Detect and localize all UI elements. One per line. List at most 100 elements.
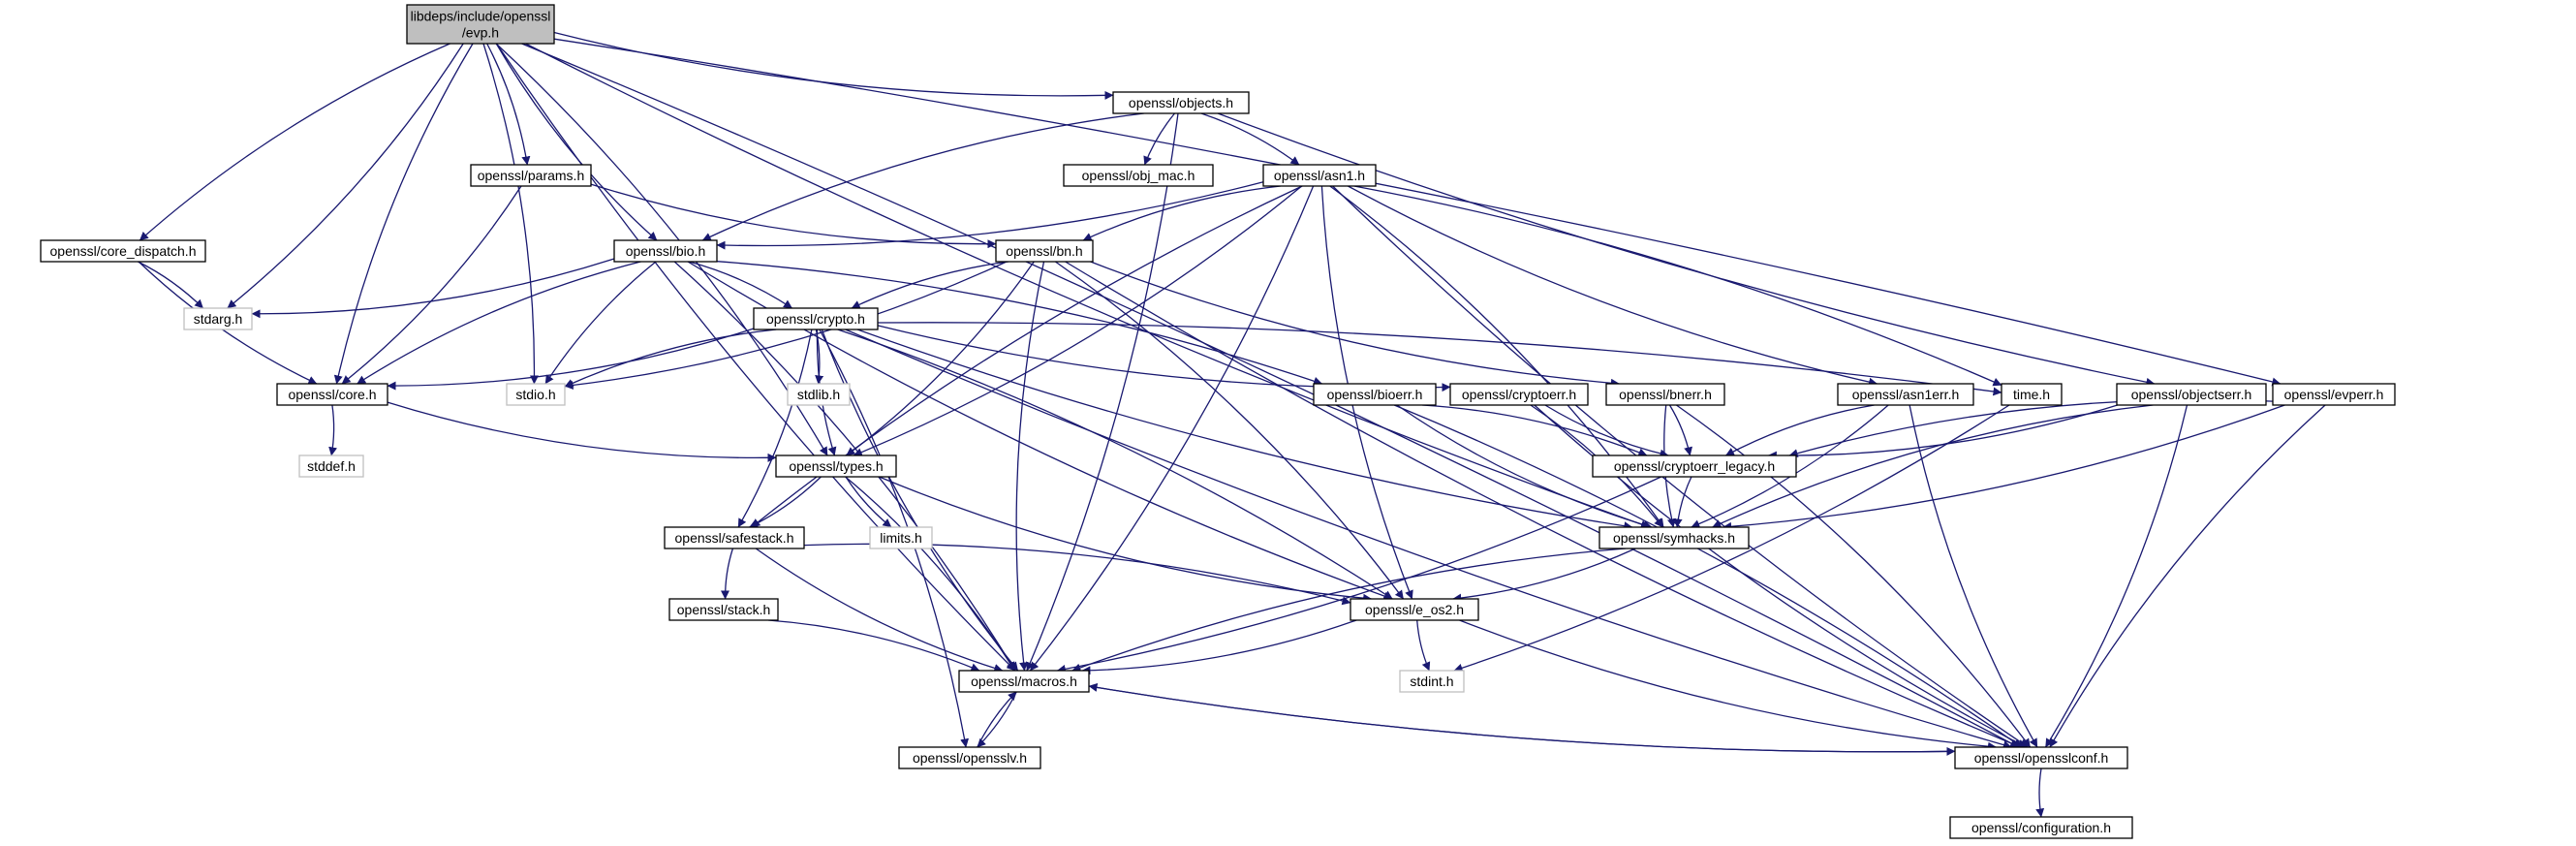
edge-bn-to-types [846, 261, 1035, 456]
edge-objectserr-to-opensslconf [2044, 404, 2188, 748]
node-stddef[interactable]: stddef.h [298, 454, 364, 478]
node-box [1598, 526, 1750, 549]
edge-line [1767, 404, 2118, 460]
edge-line [1452, 548, 1636, 603]
edge-evp-to-symhacks [525, 43, 1650, 529]
node-core_dispatch[interactable]: openssl/core_dispatch.h [40, 239, 206, 263]
edge-line [1453, 404, 2010, 673]
edge-params-to-bn [590, 183, 997, 249]
edge-evp-to-opensslconf [521, 43, 2019, 748]
node-box [506, 383, 566, 406]
node-configuration[interactable]: openssl/configuration.h [1949, 816, 2133, 839]
node-e_os2[interactable]: openssl/e_os2.h [1350, 598, 1479, 621]
node-label: stdio.h [515, 387, 555, 402]
edge-bn-to-bnerr [1090, 261, 1620, 388]
edge-line [1082, 185, 1281, 241]
edge-line [977, 691, 1017, 748]
edge-bio-to-macros [673, 261, 1016, 672]
edge-line [590, 183, 997, 249]
edge-line [251, 258, 615, 319]
edge-core-to-types [387, 401, 777, 462]
edge-line [851, 261, 1009, 309]
node-evperr[interactable]: openssl/evperr.h [2272, 383, 2396, 406]
node-opensslconf[interactable]: openssl/opensslconf.h [1954, 746, 2128, 769]
node-box [1350, 598, 1479, 621]
node-opensslv[interactable]: openssl/opensslv.h [898, 746, 1041, 769]
node-bioerr[interactable]: openssl/bioerr.h [1313, 383, 1437, 406]
node-types[interactable]: openssl/types.h [775, 454, 897, 478]
edge-crypto-to-macros [821, 329, 1019, 672]
nodes-layer: libdeps/include/openssl/evp.h openssl/obj… [40, 4, 2396, 839]
node-params[interactable]: openssl/params.h [470, 164, 592, 187]
edge-line [845, 476, 1015, 672]
node-bn[interactable]: openssl/bn.h [995, 239, 1094, 263]
node-box [1112, 91, 1250, 114]
edge-line [1544, 404, 1669, 458]
node-stdint[interactable]: stdint.h [1399, 670, 1465, 693]
node-stdlib[interactable]: stdlib.h [787, 383, 851, 406]
node-stack[interactable]: openssl/stack.h [668, 598, 779, 621]
edge-opensslconf-to-macros [1088, 682, 1956, 753]
node-stdio[interactable]: stdio.h [506, 383, 566, 406]
edge-crypto-to-time [877, 322, 2002, 396]
edge-line [328, 404, 338, 456]
node-label: openssl/bio.h [626, 243, 706, 259]
node-objectserr[interactable]: openssl/objectserr.h [2116, 383, 2267, 406]
edge-line [1909, 404, 2038, 748]
edge-objects-to-objectserr [1217, 112, 2156, 387]
edge-evp-to-params [486, 43, 531, 166]
node-label: openssl/crypto.h [766, 311, 865, 327]
node-objects[interactable]: openssl/objects.h [1112, 91, 1250, 114]
edge-bn-to-stdio [564, 261, 1008, 390]
edge-bioerr-to-opensslconf [1393, 404, 2023, 748]
edge-line [673, 261, 1016, 672]
edge-types-to-e_os2 [879, 476, 1373, 603]
edge-line [689, 261, 792, 309]
node-symhacks[interactable]: openssl/symhacks.h [1598, 526, 1750, 549]
node-box [1837, 383, 1974, 406]
node-box [898, 746, 1041, 769]
node-limits[interactable]: limits.h [869, 526, 933, 549]
node-bio[interactable]: openssl/bio.h [613, 239, 718, 263]
node-label: openssl/cryptoerr_legacy.h [1614, 458, 1775, 474]
edge-asn1-to-macros [1029, 185, 1315, 672]
node-stdarg[interactable]: stdarg.h [183, 307, 253, 330]
edge-line [845, 329, 2012, 749]
node-cryptoerr[interactable]: openssl/cryptoerr.h [1449, 383, 1589, 406]
node-obj_mac[interactable]: openssl/obj_mac.h [1063, 164, 1214, 187]
edge-asn1err-to-cryptoerr_legacy [1725, 404, 1875, 456]
node-box [40, 239, 206, 263]
node-bnerr[interactable]: openssl/bnerr.h [1605, 383, 1725, 406]
edge-crypto-to-cryptoerr [877, 325, 1451, 392]
edge-line [821, 329, 1019, 672]
node-box [2116, 383, 2267, 406]
edge-line [357, 261, 641, 385]
node-asn1err[interactable]: openssl/asn1err.h [1837, 383, 1974, 406]
node-label: openssl/configuration.h [1971, 820, 2111, 835]
edge-line [846, 261, 1035, 456]
node-time[interactable]: time.h [2001, 383, 2063, 406]
edge-line [1026, 112, 1179, 672]
node-cryptoerr_legacy[interactable]: openssl/cryptoerr_legacy.h [1592, 454, 1797, 478]
edge-evp-to-bio [495, 43, 658, 241]
edge-core-to-stddef [328, 404, 338, 456]
edge-line [768, 619, 980, 672]
edge-line [1071, 548, 1627, 673]
node-crypto[interactable]: openssl/crypto.h [753, 307, 879, 330]
edge-line [1088, 685, 1956, 756]
edge-asn1-to-bn [1082, 185, 1281, 241]
edge-bn-to-crypto [851, 261, 1009, 309]
node-safestack[interactable]: openssl/safestack.h [664, 526, 805, 549]
node-core[interactable]: openssl/core.h [276, 383, 388, 406]
edge-cryptoerr-to-cryptoerr_legacy [1544, 404, 1669, 458]
edge-objects-to-obj_mac [1143, 112, 1176, 166]
node-box [1605, 383, 1725, 406]
node-asn1[interactable]: openssl/asn1.h [1262, 164, 1377, 187]
node-box [2001, 383, 2063, 406]
node-evp[interactable]: libdeps/include/openssl/evp.h [406, 4, 555, 45]
node-box [298, 454, 364, 478]
edge-line [879, 476, 1373, 603]
edge-evperr-to-opensslconf [2049, 404, 2326, 748]
edge-safestack-to-e_os2 [803, 543, 1351, 606]
node-macros[interactable]: openssl/macros.h [958, 670, 1090, 693]
